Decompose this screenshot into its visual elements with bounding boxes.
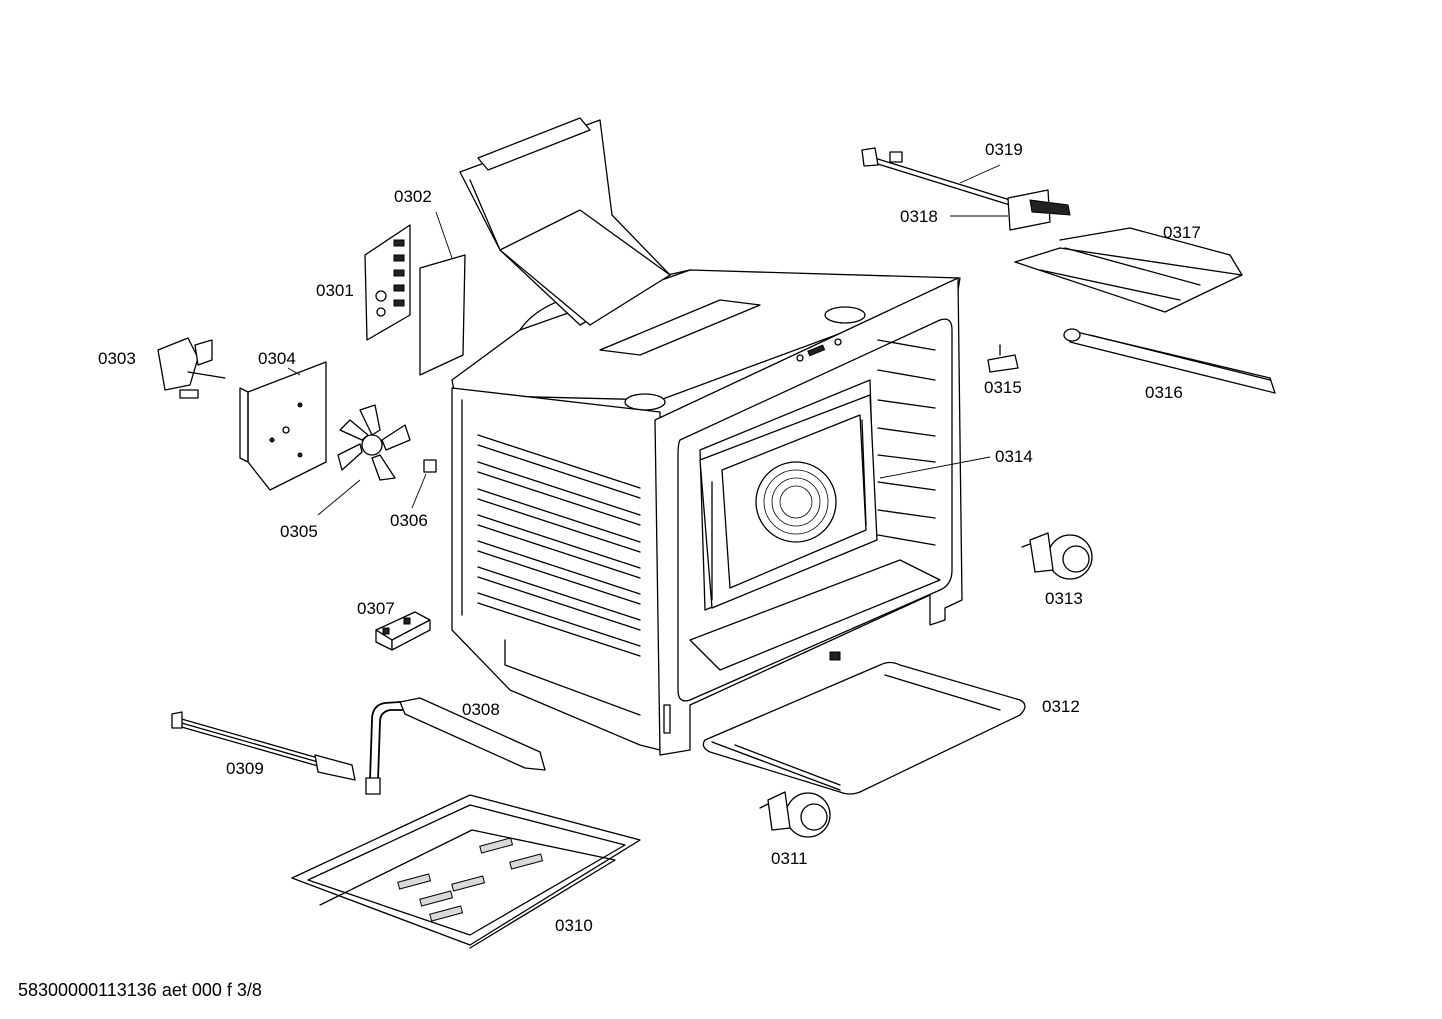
label-0307: 0307	[357, 599, 395, 618]
part-0301-pcb	[364, 224, 411, 341]
label-0309: 0309	[226, 759, 264, 778]
part-0316-top-element	[1063, 328, 1276, 394]
label-0301: 0301	[316, 281, 354, 300]
label-0315: 0315	[984, 378, 1022, 397]
part-0307-terminal-block	[375, 611, 431, 651]
part-0317-top-shield	[1014, 227, 1243, 313]
label-0311: 0311	[771, 849, 808, 868]
label-0319: 0319	[985, 140, 1023, 159]
part-0310-baking-tray	[291, 794, 641, 949]
label-0303: 0303	[98, 349, 136, 368]
document-code: 58300000113136 aet 000 f 3/8	[18, 980, 262, 1000]
part-0319-harness	[861, 147, 1011, 206]
label-0313: 0313	[1045, 589, 1083, 608]
label-0312: 0312	[1042, 697, 1080, 716]
top-cover-panel	[459, 117, 671, 326]
part-0308-lower-element	[365, 697, 546, 795]
inner-rack-rails	[877, 339, 936, 546]
label-0304: 0304	[258, 349, 296, 368]
part-0302-plate	[419, 211, 466, 376]
part-0303-fan-motor	[157, 337, 226, 399]
part-0304-back-panel	[239, 361, 327, 491]
label-0314: 0314	[995, 447, 1033, 466]
label-0308: 0308	[462, 700, 500, 719]
label-0302: 0302	[394, 187, 432, 206]
label-0305: 0305	[280, 522, 318, 541]
part-0314-fan-cover	[699, 394, 991, 609]
part-0306-nut	[411, 459, 437, 509]
part-0313-lamp	[1021, 532, 1093, 580]
part-0312-bottom-plate	[702, 661, 1026, 795]
part-0311-lamp	[759, 791, 831, 838]
side-rack-rails	[477, 434, 641, 657]
part-0315-sensor	[987, 344, 1019, 373]
part-0305-fan-wheel	[317, 404, 411, 516]
part-labels: 0301 0302 0303 0304 0305 0306 0307 0308 …	[98, 140, 1201, 935]
part-0309-harness	[171, 711, 356, 781]
label-0316: 0316	[1145, 383, 1183, 402]
label-0306: 0306	[390, 511, 428, 530]
part-0318-connector	[950, 189, 1071, 231]
label-0317: 0317	[1163, 223, 1201, 242]
label-0318: 0318	[900, 207, 938, 226]
label-0310: 0310	[555, 916, 593, 935]
